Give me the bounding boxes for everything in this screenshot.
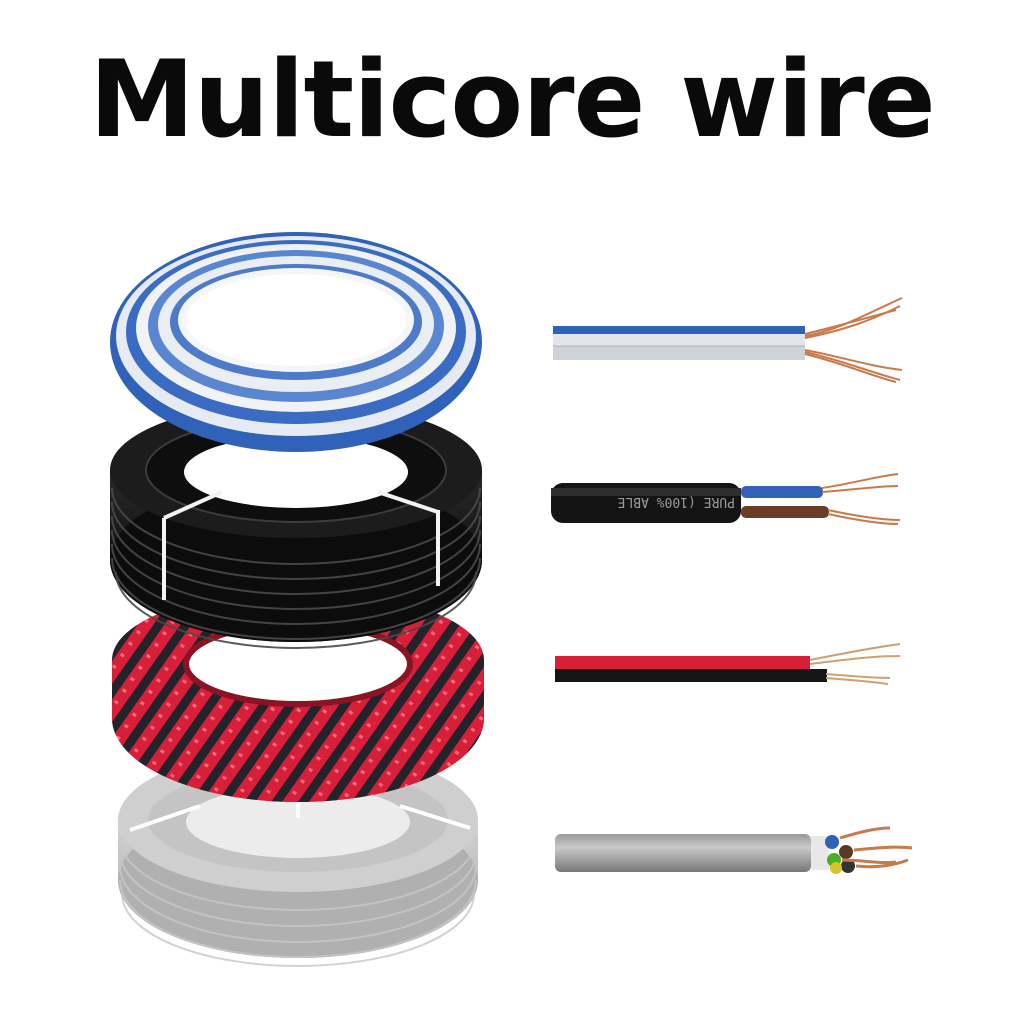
copper-strands-icon <box>821 473 901 525</box>
blue-white-flat-wire <box>553 297 903 383</box>
red-black-flat-wire <box>555 643 901 685</box>
copper-strands-icon <box>804 297 903 383</box>
cable-print-text: PURE (100% ABLE <box>618 494 735 509</box>
copper-strands-icon <box>839 826 913 869</box>
grey-multicore-wire <box>555 826 913 874</box>
blue-white-coil <box>110 232 482 452</box>
page-title: Multicore wire <box>89 38 935 161</box>
black-round-wire: PURE (100% ABLE <box>551 473 901 525</box>
black-coil <box>110 402 482 649</box>
copper-strands-icon <box>809 643 901 685</box>
